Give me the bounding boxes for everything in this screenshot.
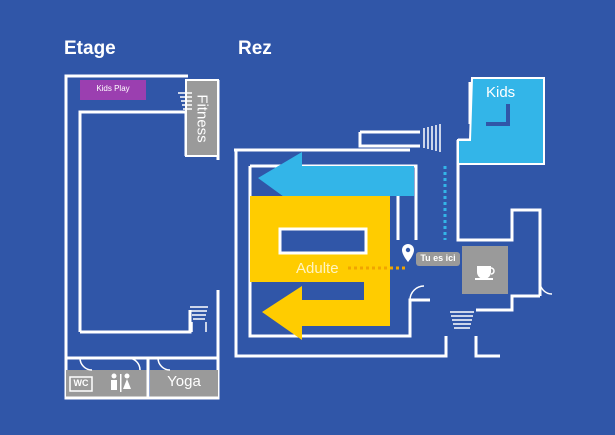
yoga-room	[150, 370, 218, 398]
stairs-icon	[190, 306, 208, 332]
fitness-label: Fitness	[193, 94, 211, 143]
coffee-cup-icon	[475, 266, 495, 280]
kids-play-label: Kids Play	[96, 84, 130, 93]
ground-floor-plan	[234, 77, 553, 358]
you-are-here-badge	[416, 252, 460, 266]
upper-hall-walls	[78, 110, 192, 334]
yoga-label: Yoga	[167, 373, 201, 390]
door-swing	[127, 357, 141, 371]
adult-label: Adulte	[296, 260, 339, 277]
service-rooms-walls	[66, 356, 218, 400]
door-swing	[539, 281, 553, 295]
kids-wing-walls	[358, 82, 472, 148]
door-swing	[157, 357, 171, 371]
wc-label: WC	[73, 378, 89, 388]
ground-floor-title: Rez	[238, 38, 272, 59]
door-swing	[79, 357, 93, 371]
wc-sign	[69, 376, 93, 392]
upper-floor-title: Etage	[64, 38, 116, 59]
upper-floor-plan	[64, 74, 220, 400]
kids-play-room	[80, 80, 146, 100]
stairs-icon	[450, 311, 474, 329]
stairs-icon	[178, 92, 192, 110]
ground-floor-walls	[234, 140, 542, 358]
you-are-here-label: Tu es ici	[420, 253, 456, 263]
location-pin-icon	[402, 244, 414, 262]
kids-room	[457, 77, 545, 165]
toilet-icon	[111, 373, 131, 392]
kids-label: Kids	[486, 84, 516, 101]
kids-direction-arrow	[258, 152, 414, 210]
kids-inner-wall	[486, 104, 510, 126]
door-swing	[409, 285, 425, 301]
wc-room	[66, 370, 148, 398]
adult-cutout	[278, 227, 368, 255]
stairs-icon	[423, 124, 441, 152]
